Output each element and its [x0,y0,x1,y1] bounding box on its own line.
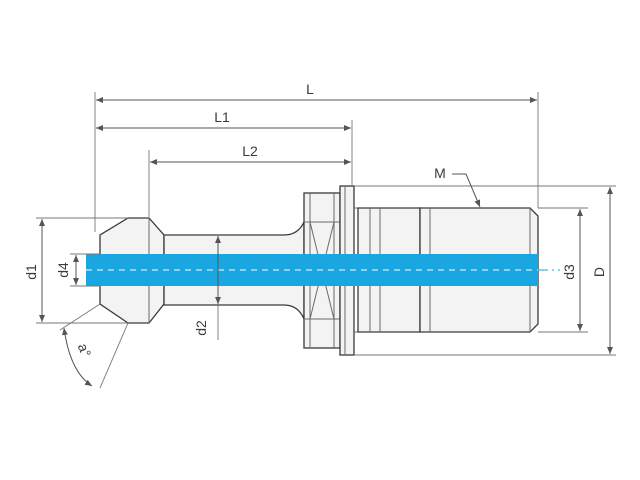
label-L2: L2 [242,143,258,159]
label-M: M [434,165,446,181]
dimension-d2: d2 [193,236,221,340]
dimension-L1: L1 [96,109,351,131]
label-d2: d2 [193,320,209,336]
label-angle: a° [75,341,95,359]
dimension-d1: d1 [23,219,45,322]
dimension-L2: L2 [150,143,351,165]
label-L1: L1 [214,109,230,125]
dimension-L: L [96,81,537,103]
label-d3: d3 [561,264,577,280]
label-d1: d1 [23,264,39,280]
label-L: L [306,81,314,97]
label-d4: d4 [55,262,71,278]
extension-lines [36,92,616,356]
dimension-d4: d4 [55,255,79,285]
callout-M: M [434,165,481,208]
dimension-angle: a° [59,303,129,389]
label-D: D [591,267,607,277]
dimension-D: D [591,187,613,354]
dimension-d3: d3 [561,209,583,331]
